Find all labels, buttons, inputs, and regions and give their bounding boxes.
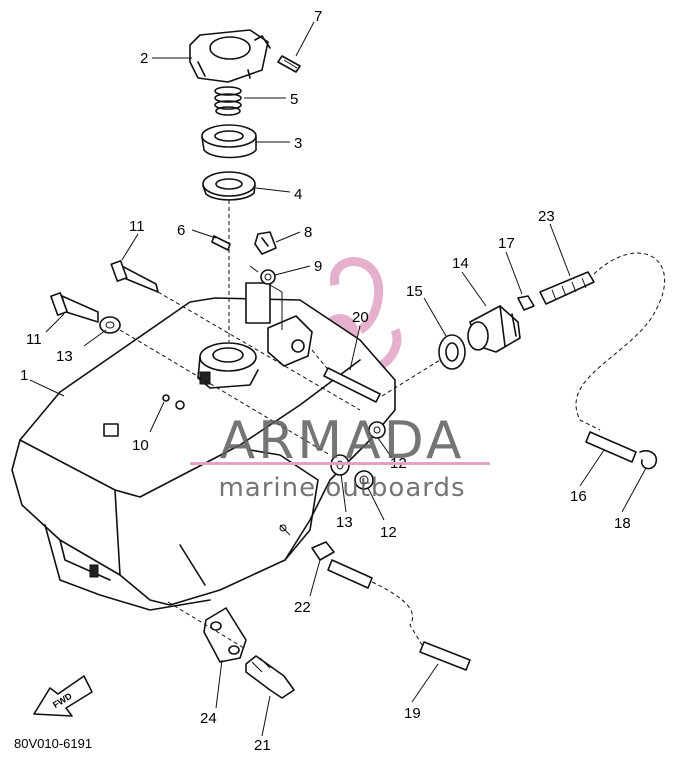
axis-bolt-upper <box>157 291 361 411</box>
label-part-8: 8 <box>304 224 312 241</box>
label-part-17: 17 <box>498 235 515 252</box>
part-13-washer-upper <box>99 316 121 334</box>
label-part-12-lower: 12 <box>380 524 397 541</box>
axis-bracket <box>167 601 245 649</box>
axis-bolt-lower <box>119 329 331 456</box>
part-15-o-ring <box>438 334 466 370</box>
part-11-bolt-lower <box>50 292 99 323</box>
label-part-7: 7 <box>314 8 322 25</box>
label-part-1: 1 <box>20 367 28 384</box>
part-18-clip <box>639 450 658 470</box>
label-part-21: 21 <box>254 737 271 754</box>
part-3-gasket <box>201 124 257 159</box>
leader-lines <box>29 21 647 737</box>
diagram-code: 80V010-6191 <box>14 736 92 751</box>
label-part-13-upper: 13 <box>56 348 73 365</box>
part-21-bolt <box>245 655 295 699</box>
part-14-fuel-joint <box>467 305 521 353</box>
label-part-10: 10 <box>132 437 149 454</box>
part-11-bolt-upper <box>110 260 159 293</box>
label-part-4: 4 <box>294 186 302 203</box>
hose-route-16 <box>575 252 665 431</box>
part-8-clip <box>254 231 277 255</box>
label-part-19: 19 <box>404 705 421 722</box>
label-part-2: 2 <box>140 50 148 67</box>
part-4-washer <box>202 171 256 201</box>
part-19-hose-short <box>327 559 373 589</box>
part-12-nut-upper <box>368 421 386 439</box>
part-number-labels: 2 7 5 3 4 6 8 9 11 11 13 1 10 12 13 12 2… <box>20 8 631 754</box>
label-part-9: 9 <box>314 258 322 275</box>
watermark-brand: ARMADA <box>220 411 465 471</box>
label-part-11-upper: 11 <box>129 218 145 235</box>
watermark-underline <box>190 462 490 465</box>
label-part-20: 20 <box>352 309 369 326</box>
part-6-screw <box>211 235 231 251</box>
label-part-13-lower: 13 <box>336 514 353 531</box>
hose-route-19 <box>371 581 423 646</box>
part-19-hose <box>419 641 471 671</box>
part-16-hose <box>585 431 637 463</box>
label-part-18: 18 <box>614 515 631 532</box>
part-7-pin <box>277 55 301 73</box>
label-part-22: 22 <box>294 599 311 616</box>
label-part-23: 23 <box>538 208 555 225</box>
part-12-nut-lower <box>354 470 374 490</box>
watermark-tagline: marine outboards <box>218 473 465 503</box>
part-17-clip <box>517 295 535 311</box>
label-part-5: 5 <box>290 91 298 108</box>
label-part-11-lower: 11 <box>26 331 42 348</box>
fwd-arrow-icon: FWD <box>33 675 93 717</box>
watermark: ARMADA marine outboards <box>190 411 490 503</box>
part-2-filler-cap <box>189 29 271 83</box>
label-part-16: 16 <box>570 488 587 505</box>
part-23-hose-fitting <box>539 271 595 305</box>
label-part-24: 24 <box>200 710 217 727</box>
part-9-nut <box>249 265 276 285</box>
part-5-spring <box>214 86 242 116</box>
label-part-15: 15 <box>406 283 423 300</box>
hose-path-20 <box>311 349 441 397</box>
part-20-hose <box>323 367 381 403</box>
part-22-clip <box>311 541 335 561</box>
part-24-bracket <box>203 607 247 663</box>
label-part-14: 14 <box>452 255 469 272</box>
label-part-3: 3 <box>294 135 302 152</box>
label-part-6: 6 <box>177 222 185 239</box>
